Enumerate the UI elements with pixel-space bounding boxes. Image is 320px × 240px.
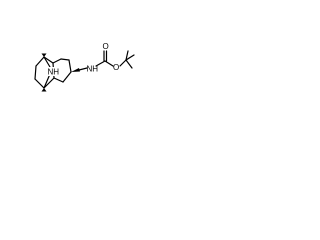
bond [104,60,114,67]
atom-labels: NH NH O O [47,42,119,77]
wedge-bond [41,53,47,57]
bond [43,73,51,89]
bond [78,67,88,71]
bond [34,78,45,89]
bond [62,71,72,83]
bond [34,65,37,80]
bond [60,58,70,61]
bond [43,56,54,64]
molecule-structure-diagram: NH NH O O [34,42,135,92]
stereo-bonds [41,53,80,92]
bond [125,59,133,69]
side-chain [78,50,135,71]
bicyclic-core [34,56,72,89]
bridge-amine-label: NH [48,68,60,77]
bond [119,59,127,67]
bond [68,59,72,73]
bond [43,56,51,68]
carbonyl-oxygen-label: O [103,42,109,51]
wedge-bond [71,68,80,72]
ester-oxygen-label: O [113,63,119,72]
bond [95,60,106,67]
carbamate-amine-label: NH [87,65,99,74]
bond [125,50,129,61]
bond [35,56,45,67]
bond [52,58,62,64]
bond [43,77,55,89]
wedge-bond [41,88,47,92]
bond [125,54,135,61]
label-mask [47,67,59,76]
bond [53,77,64,83]
